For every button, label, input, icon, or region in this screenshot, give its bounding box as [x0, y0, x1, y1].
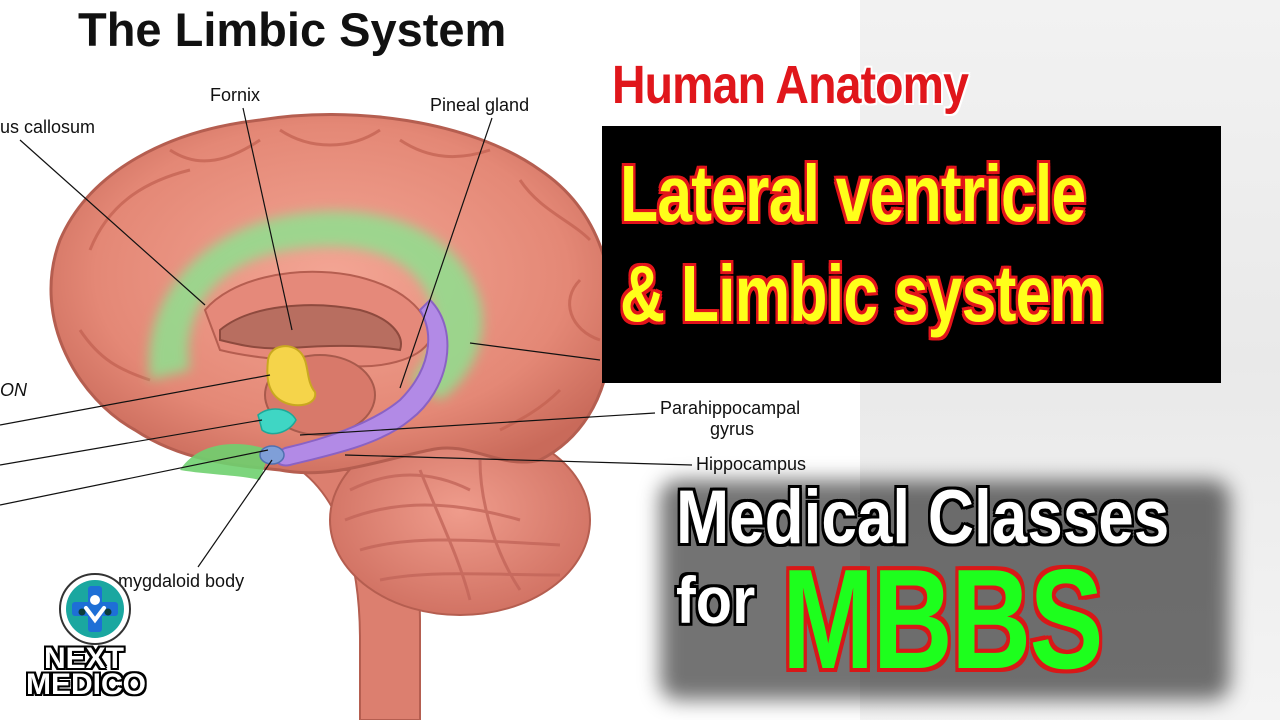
tagline-text: Medical Classes [676, 475, 1170, 560]
label-pineal-gland: Pineal gland [430, 95, 530, 115]
label-parahippocampal-gyrus: Parahippocampal gyrus [660, 398, 800, 440]
tagline-shadow [660, 480, 1230, 700]
medical-cross-people-logo-icon [59, 573, 131, 645]
label-region-fragment: ON [0, 380, 27, 400]
tagline-prefix: for [676, 563, 756, 637]
label-fornix: Fornix [210, 85, 261, 105]
label-parahippocampal-line1: Parahippocampal [660, 398, 801, 418]
brand-name-line1: NEXT [44, 642, 125, 675]
label-amygdaloid-body: mygdaloid body [118, 571, 245, 591]
topic-box: Lateral ventricle & Limbic system [602, 126, 1221, 383]
tagline-highlight: MBBS [782, 540, 1103, 699]
label-hippocampus: Hippocampus [696, 454, 807, 474]
diagram-title: The Limbic System [78, 3, 507, 56]
brain-illustration [0, 107, 693, 720]
brand-name-line2: MEDICO [26, 668, 146, 701]
subject-heading: Human Anatomy [612, 55, 969, 115]
label-corpus-callosum: us callosum [0, 117, 96, 137]
topic-line-1: Lateral ventricle [620, 149, 1086, 238]
label-parahippocampal-line2: gyrus [710, 419, 755, 439]
topic-line-2: & Limbic system [620, 249, 1105, 338]
